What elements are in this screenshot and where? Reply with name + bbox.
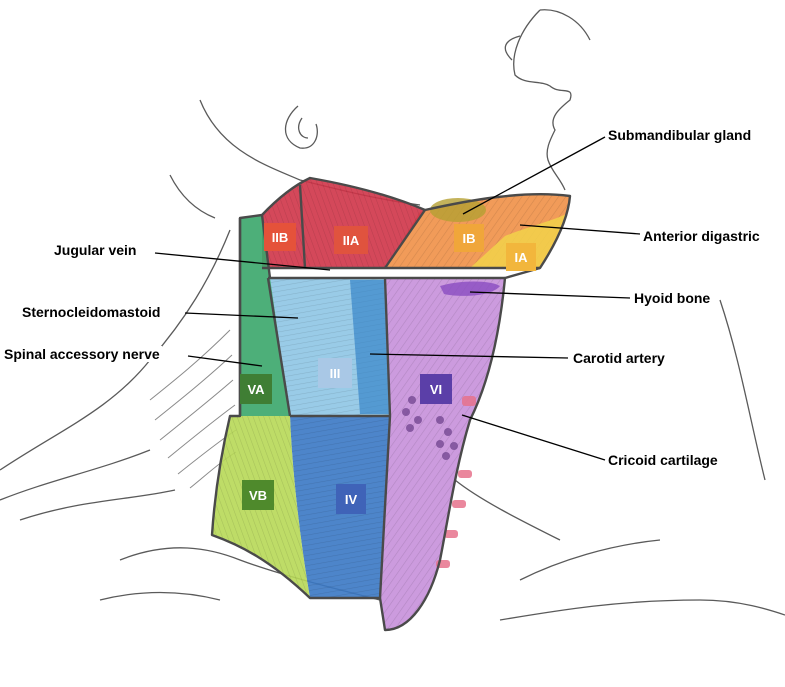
label-anterior-digastric: Anterior digastric [641, 228, 762, 244]
level-iia-badge: IIA [334, 226, 368, 254]
level-ib-badge: IB [454, 224, 484, 252]
lymph-node-cluster [402, 396, 458, 460]
label-hyoid-bone: Hyoid bone [632, 290, 713, 306]
label-spinal-accessory-nerve: Spinal accessory nerve [2, 346, 162, 362]
trachea-rings [436, 396, 476, 568]
level-va-region [240, 215, 290, 416]
level-iii-badge: III [318, 358, 352, 388]
level-ia-badge: IA [506, 243, 536, 271]
level-vi-badge: VI [420, 374, 452, 404]
label-sternocleidomastoid: Sternocleidomastoid [20, 304, 163, 320]
level-iib-badge: IIB [264, 223, 296, 251]
level-iv-badge: IV [336, 484, 366, 514]
label-submandibular-gland: Submandibular gland [606, 127, 754, 143]
leader-lines [154, 136, 641, 461]
carotid-strip [350, 280, 389, 414]
submandibular-gland-shape [430, 198, 486, 222]
label-cricoid-cartilage: Cricoid cartilage [606, 452, 720, 468]
label-jugular-vein: Jugular vein [52, 242, 139, 258]
level-va-badge: VA [240, 374, 272, 404]
level-vb-badge: VB [242, 480, 274, 510]
level-ia-region [470, 214, 566, 268]
label-carotid-artery: Carotid artery [571, 350, 667, 366]
body-outline-sketch [0, 9, 785, 621]
